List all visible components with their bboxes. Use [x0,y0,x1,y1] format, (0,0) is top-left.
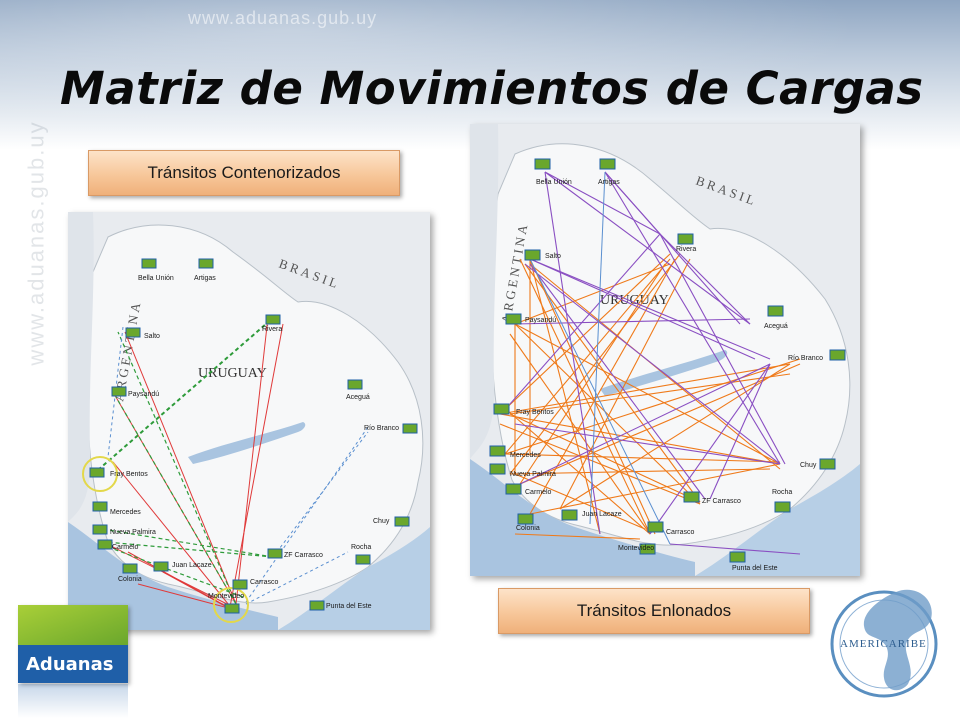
americaribe-logo: AMERICARIBE [826,574,946,710]
label-carmelo-right: Carmelo [525,489,552,496]
highlight-montevideo [213,587,249,623]
label-zf-carrasco: ZF Carrasco [284,552,323,559]
slide-title: Matriz de Movimientos de Cargas [60,62,924,115]
label-rivera-right: Rivera [676,246,696,253]
label-mercedes: Mercedes [110,509,141,516]
aduanas-logo-reflection [18,684,128,718]
river-negro [188,422,306,464]
label-nueva-palmira: Nueva Palmira [110,529,156,536]
flows-blue [107,326,369,605]
label-uruguay: URUGUAY [198,366,267,381]
label-chuy-right: Chuy [800,462,817,469]
label-colonia: Colonia [118,576,142,583]
label-carrasco: Carrasco [250,579,279,586]
flows-blue-right [529,171,671,545]
place-markers-right: Bella Unión Artigas Salto Rivera Paysand… [489,158,846,572]
flows-purple [509,171,801,555]
americaribe-emblem: AMERICARIBE [830,589,938,698]
rio-de-la-plata [68,522,278,630]
label-rio-branco: Río Branco [364,425,399,432]
label-zf-carrasco-right: ZF Carrasco [702,498,741,505]
aduanas-logo: Aduanas [18,605,128,683]
label-rio-branco-right: Río Branco [788,355,823,362]
aduanas-logo-text: Aduanas [18,645,128,683]
place-markers: Bella Unión Artigas Salto Rivera Paysand… [89,258,418,614]
label-chuy: Chuy [373,518,390,525]
label-montevideo-right: Montevideo [618,545,654,552]
label-rocha-right: Rocha [772,489,792,496]
flows-green [97,323,274,605]
argentina-area [68,212,94,522]
rio-de-la-plata-right [470,459,695,576]
label-juan-lacaze-right: Juan Lacaze [582,511,622,518]
label-bella-union: Bella Unión [138,275,174,282]
label-acegua-right: Aceguá [764,323,788,330]
label-punta-del-este-right: Punta del Este [732,565,778,572]
header-url: www.aduanas.gub.uy [188,8,378,28]
label-acegua: Aceguá [346,394,370,401]
label-nueva-palmira-right: Nueva Palmira [510,471,556,478]
map-enlonados-svg: ARGENTINA BRASIL URUGUAY [470,124,860,576]
caption-contenorizados: Tránsitos Contenorizados [88,150,400,196]
label-bella-union-right: Bella Unión [536,179,572,186]
label-rocha: Rocha [351,544,371,551]
label-juan-lacaze: Juan Lacaze [172,562,212,569]
map-enlonados: ARGENTINA BRASIL URUGUAY [470,124,860,576]
map-contenorizados: ARGENTINA BRASIL URUGUAY [68,212,430,630]
label-paysandu: Paysandú [128,391,159,398]
label-colonia-right: Colonia [516,525,540,532]
label-punta-del-este: Punta del Este [326,603,372,610]
highlight-fray-bentos [82,456,118,492]
atlantic-ocean-right [695,464,860,576]
americaribe-text: AMERICARIBE [840,638,927,650]
argentina-area-right [470,124,499,459]
label-artigas-right: Artigas [598,179,620,186]
label-fray-bentos-right: Fray Bentos [516,409,554,416]
label-salto: Salto [144,333,160,340]
label-salto-right: Salto [545,253,561,260]
label-carrasco-right: Carrasco [666,529,695,536]
label-fray-bentos: Fray Bentos [110,471,148,478]
side-url-watermark: www.aduanas.gub.uy [23,120,49,366]
label-rivera: Rivera [262,326,282,333]
atlantic-ocean [278,527,430,630]
caption-enlonados: Tránsitos Enlonados [498,588,810,634]
aduanas-logo-green [18,605,128,645]
label-montevideo: Montevideo [208,593,244,600]
label-mercedes-right: Mercedes [510,452,541,459]
label-carmelo: Carmelo [112,544,139,551]
map-contenorizados-svg: ARGENTINA BRASIL URUGUAY [68,212,430,630]
label-artigas: Artigas [194,275,216,282]
label-paysandu-right: Paysandú [525,317,556,324]
